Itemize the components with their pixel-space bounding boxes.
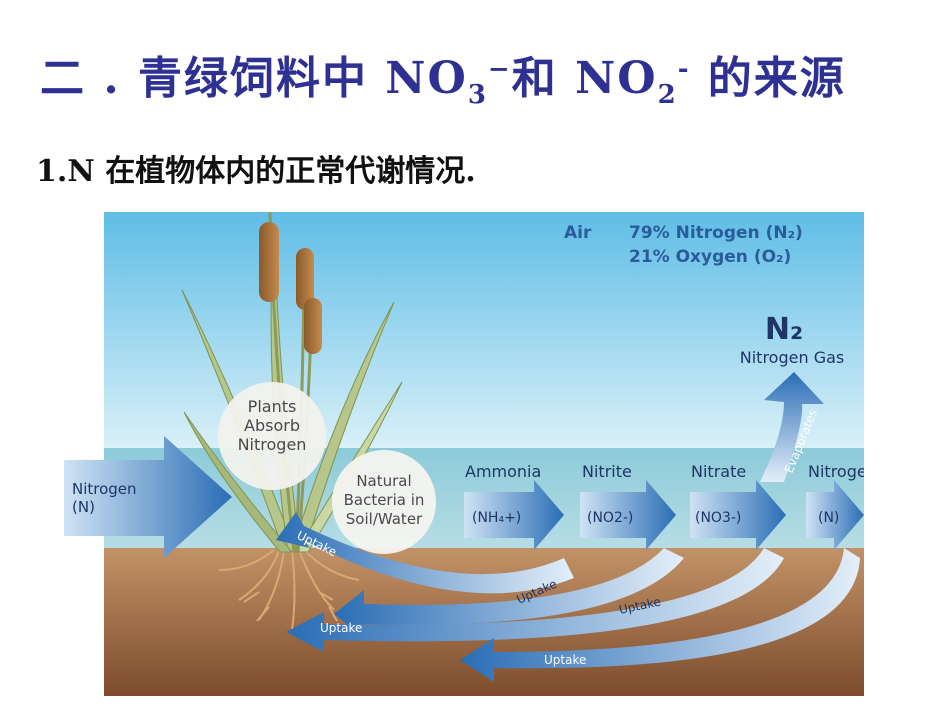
- subtitle-number: 1.: [36, 154, 68, 186]
- stage-nitrite-formula: (NO2-): [587, 510, 633, 526]
- bacteria-bubble-line-2: Bacteria in: [344, 491, 425, 509]
- air-nitrogen-percent: 79% Nitrogen (N₂): [629, 223, 803, 243]
- bacteria-bubble-line-3: Soil/Water: [346, 510, 423, 528]
- title-middle: 和 NO: [511, 53, 658, 104]
- title-suffix: 的来源: [690, 53, 846, 104]
- cattail-head-2: [296, 248, 314, 310]
- section-subtitle: 1.N 在植物体内的正常代谢情况.: [36, 146, 476, 186]
- plants-absorb-bubble: Plants Absorb Nitrogen: [218, 382, 326, 490]
- subtitle-text: N 在植物体内的正常代谢情况.: [67, 154, 476, 186]
- stage-nitrate-formula: (NO3-): [695, 510, 741, 526]
- page-title: 二 . 青绿饲料中 NO3−和 NO2- 的来源: [40, 42, 920, 122]
- plant-roots: [218, 549, 360, 631]
- air-label: Air: [564, 223, 592, 243]
- uptake-label-4: Uptake: [320, 621, 362, 635]
- cattail-head-1: [259, 222, 279, 302]
- input-arrow-label-line-1: Nitrogen: [72, 480, 137, 498]
- n2-symbol: N₂: [765, 312, 803, 347]
- uptake-arrow-4: Uptake: [460, 548, 860, 682]
- input-arrow-label-line-2: (N): [72, 498, 95, 516]
- title-no3-subscript: 3: [467, 79, 488, 110]
- stage-nitrogen-name: Nitrogen: [808, 462, 864, 481]
- uptake-label-5: Uptake: [544, 653, 586, 667]
- nitrogen-cycle-diagram: Plants Absorb Nitrogen Natural Bacteria …: [64, 212, 864, 696]
- plants-bubble-line-1: Plants: [248, 397, 297, 416]
- stage-nitrite-name: Nitrite: [582, 462, 632, 481]
- bacteria-bubble: Natural Bacteria in Soil/Water: [332, 450, 436, 554]
- stage-ammonia-formula: (NH₄+): [472, 510, 521, 526]
- uptake-arrow-3: Uptake Uptake: [286, 548, 784, 652]
- stage-arrow-nitrate: Nitrate (NO3-): [690, 462, 786, 550]
- title-no2-superscript: -: [677, 54, 691, 85]
- air-composition: Air 79% Nitrogen (N₂) 21% Oxygen (O₂): [564, 223, 803, 267]
- stage-ammonia-name: Ammonia: [465, 462, 541, 481]
- title-no3-superscript: −: [487, 54, 512, 85]
- nitrogen-input-arrow: Nitrogen (N): [64, 436, 232, 558]
- plants-bubble-line-2: Absorb: [244, 416, 300, 435]
- title-prefix: 二 . 青绿饲料中 NO: [40, 53, 468, 104]
- nitrogen-cycle-svg: Plants Absorb Nitrogen Natural Bacteria …: [64, 212, 864, 696]
- title-no2-subscript: 2: [657, 79, 678, 110]
- air-oxygen-percent: 21% Oxygen (O₂): [629, 247, 791, 267]
- cattail-head-3: [304, 298, 322, 354]
- stage-arrow-nitrogen: Nitrogen (N): [806, 462, 864, 550]
- stage-nitrate-name: Nitrate: [691, 462, 746, 481]
- stage-nitrogen-formula: (N): [818, 510, 839, 526]
- stage-arrow-nitrite: Nitrite (NO2-): [580, 462, 676, 550]
- n2-name: Nitrogen Gas: [740, 348, 844, 367]
- bacteria-bubble-line-1: Natural: [356, 472, 411, 490]
- plants-bubble-line-3: Nitrogen: [238, 435, 307, 454]
- stage-arrow-ammonia: Ammonia (NH₄+): [464, 462, 564, 550]
